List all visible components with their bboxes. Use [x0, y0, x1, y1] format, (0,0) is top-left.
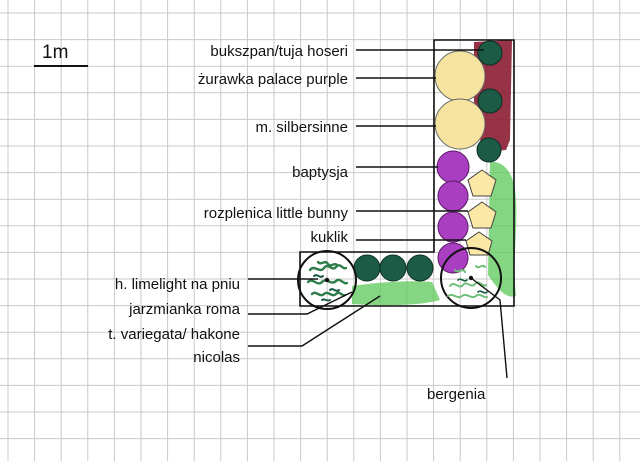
label-limelight: h. limelight na pniu: [115, 276, 240, 293]
label-baptysja: baptysja: [292, 164, 349, 181]
bukszpan-plant: [476, 137, 502, 163]
green-strip-right: [488, 161, 517, 297]
bed-outline: [299, 39, 515, 307]
plant-labels: bukszpan/tuja hoseri żurawka palace purp…: [108, 43, 486, 403]
scale-bar: 1m: [34, 42, 88, 67]
leader-variegata: [248, 295, 381, 347]
bukszpan-plants: [353, 40, 503, 282]
rozplenica-plant: [465, 231, 493, 256]
leader-jarzmianka: [248, 291, 353, 315]
silbersinne-plant: [434, 98, 486, 150]
rozplenica-plant: [467, 201, 497, 229]
label-zurawka: żurawka palace purple: [198, 71, 348, 88]
bukszpan-plant: [406, 254, 434, 282]
scale-label: 1m: [42, 42, 68, 63]
rozplenica-plants: [465, 169, 497, 256]
label-bergenia: bergenia: [427, 386, 486, 403]
label-jarzmianka: jarzmianka roma: [128, 301, 241, 318]
rozplenica-plant: [467, 169, 497, 197]
green-strip-bottom: [352, 281, 440, 306]
limelight-plant-right: [440, 247, 502, 309]
leader-lines: [248, 49, 508, 379]
baptysja-plant: [437, 180, 469, 212]
label-rozplenica: rozplenica little bunny: [204, 205, 349, 222]
silbersinne-plant: [434, 50, 486, 102]
label-silbersinne: m. silbersinne: [255, 119, 348, 136]
baptysja-plant: [437, 211, 469, 243]
silbersinne-plants: [434, 50, 486, 150]
label-variegata: t. variegata/ hakone: [108, 326, 240, 343]
bukszpan-plant: [353, 254, 381, 282]
baptysja-plant: [436, 150, 470, 184]
bukszpan-plant: [477, 88, 503, 114]
label-kuklik: kuklik: [310, 229, 348, 246]
bukszpan-plant: [477, 40, 503, 66]
limelight-plant-left: [297, 250, 357, 310]
bukszpan-plant: [379, 254, 407, 282]
limelight-plants: [297, 247, 502, 310]
label-nicolas: nicolas: [193, 349, 240, 366]
label-bukszpan: bukszpan/tuja hoseri: [210, 43, 348, 60]
leader-bergenia: [470, 277, 508, 379]
